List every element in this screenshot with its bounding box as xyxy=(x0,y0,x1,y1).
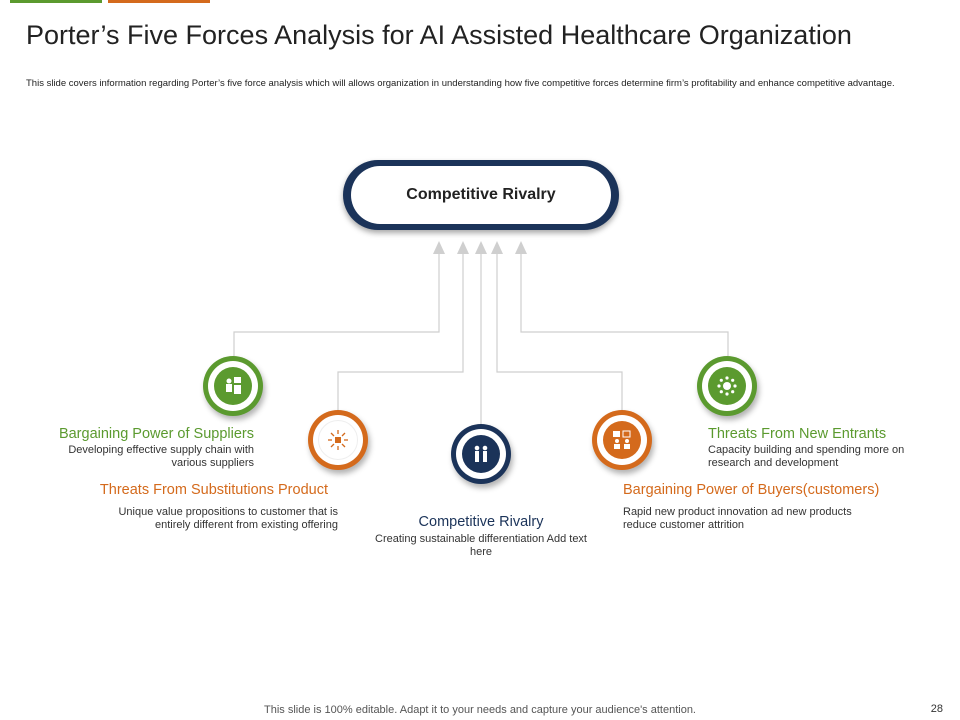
top-accent-green xyxy=(10,0,102,3)
new-entrants-icon xyxy=(717,376,737,396)
substitutes-desc: Unique value propositions to customer th… xyxy=(118,506,338,531)
connector-new-entrants xyxy=(520,252,729,356)
connector-substitutes xyxy=(337,252,464,410)
center-pill: Competitive Rivalry xyxy=(343,160,619,230)
rivalry-desc: Creating sustainable differentiation Add… xyxy=(375,533,587,558)
center-label: Competitive Rivalry xyxy=(351,166,611,224)
buyers-circle xyxy=(592,410,652,470)
buyers-title: Bargaining Power of Buyers(customers) xyxy=(623,482,880,498)
suppliers-desc: Developing effective supply chain with v… xyxy=(68,444,254,469)
supplier-icon xyxy=(226,377,241,394)
rivalry-icon xyxy=(474,445,488,462)
arrowhead xyxy=(475,241,487,254)
top-accent-orange xyxy=(108,0,210,3)
buyers-desc: Rapid new product innovation ad new prod… xyxy=(623,506,852,531)
new-entrants-circle xyxy=(697,356,757,416)
slide-title: Porter’s Five Forces Analysis for AI Ass… xyxy=(26,20,852,50)
new-entrants-title: Threats From New Entrants xyxy=(708,426,887,442)
footer-note: This slide is 100% editable. Adapt it to… xyxy=(264,704,696,716)
page-number: 28 xyxy=(930,703,943,715)
substitution-icon xyxy=(328,430,348,450)
substitutes-circle xyxy=(308,410,368,470)
new-entrants-desc: Capacity building and spending more on r… xyxy=(708,444,905,469)
rivalry-circle xyxy=(451,424,511,484)
arrowhead xyxy=(457,241,469,254)
suppliers-circle xyxy=(203,356,263,416)
suppliers-title: Bargaining Power of Suppliers xyxy=(58,426,254,442)
arrowhead xyxy=(515,241,527,254)
rivalry-title: Competitive Rivalry xyxy=(418,514,544,530)
connector-buyers xyxy=(496,252,623,410)
arrowhead xyxy=(491,241,503,254)
slide-subtitle: This slide covers information regarding … xyxy=(26,78,895,89)
substitutes-title: Threats From Substitutions Product xyxy=(99,482,328,498)
connector-suppliers xyxy=(233,252,440,356)
buyers-icon xyxy=(613,430,631,449)
arrowhead xyxy=(433,241,445,254)
